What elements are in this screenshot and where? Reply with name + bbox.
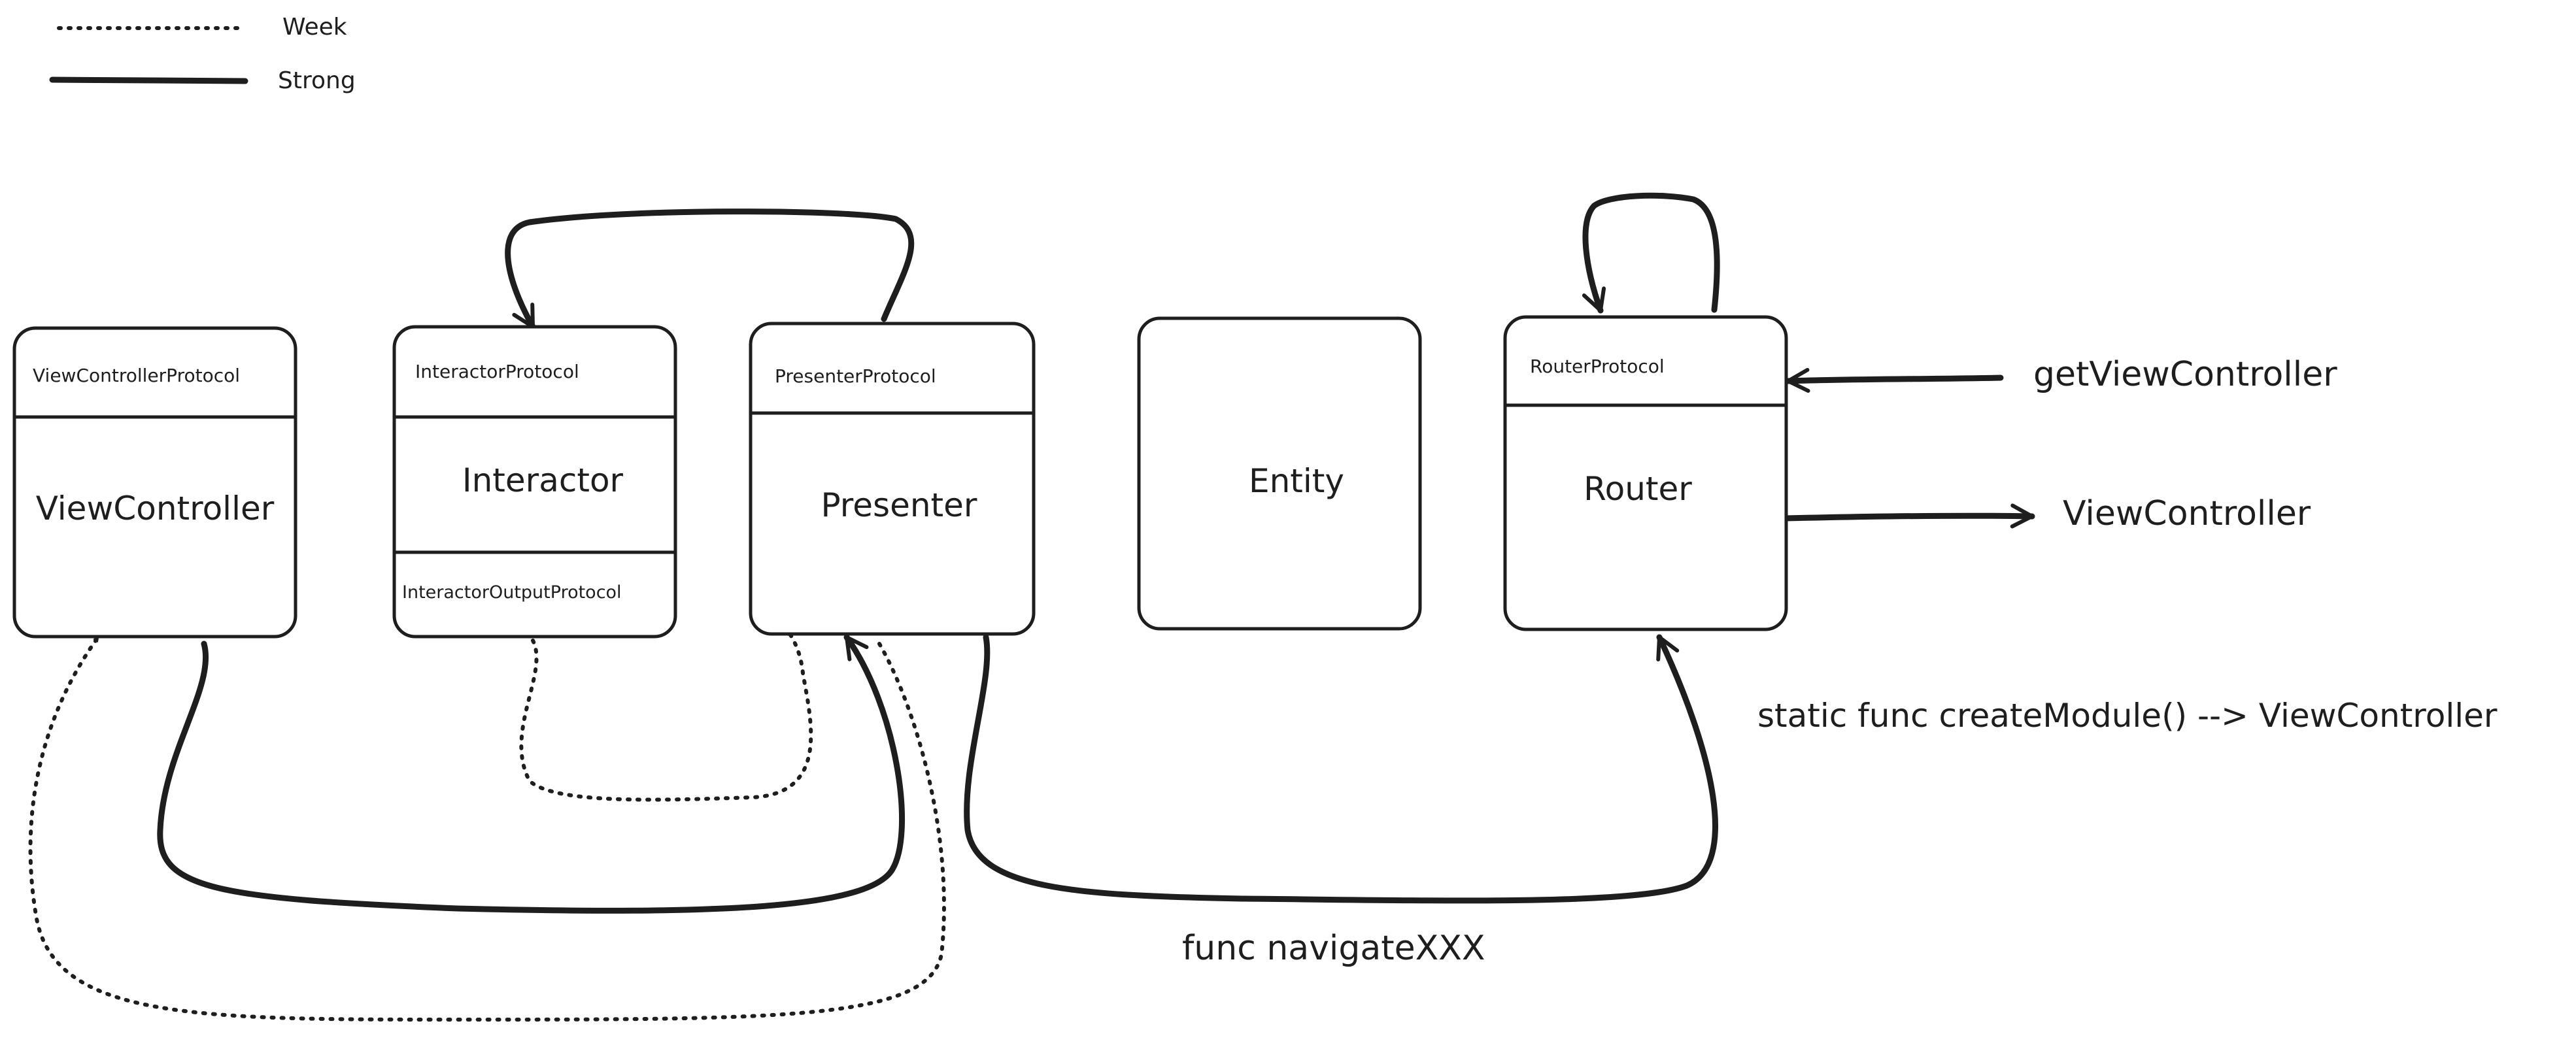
viewcontroller-title: ViewController [36,490,275,527]
create-module-label: static func createModule() --> ViewContr… [1757,697,2498,735]
strong-legend-line [49,76,248,84]
interactor-box-frame [392,325,677,639]
connectors [28,192,2035,1022]
legend: Week Strong [49,14,356,94]
router-box: RouterProtocol Router [1503,315,1788,631]
interactor-output-protocol-label: InteractorOutputProtocol [402,582,622,603]
entity-box-frame [1137,316,1422,631]
boxes: ViewControllerProtocol ViewController In… [12,315,1788,639]
router-viewcontroller-out-arrow [1782,503,2035,529]
presenter-to-interactor-strong-arrow [505,208,915,330]
entity-title: Entity [1249,462,1344,500]
weak-legend-label: Week [282,14,347,41]
viewcontroller-output-label: ViewController [2063,494,2311,533]
viewcontroller-box-frame [12,326,297,639]
get-viewcontroller-label: getViewController [2033,355,2337,394]
presenter-title: Presenter [821,486,977,524]
interactor-to-presenter-weak-arrow [519,629,813,802]
presenter-protocol-label: PresenterProtocol [775,365,936,387]
interactor-protocol-label: InteractorProtocol [415,361,579,382]
viewcontroller-box: ViewControllerProtocol ViewController [12,326,297,639]
entity-box: Entity [1137,316,1422,631]
presenter-to-router-strong-arrow [964,634,1718,904]
interactor-box: InteractorProtocol Interactor Interactor… [392,325,677,639]
router-protocol-label: RouterProtocol [1530,356,1665,377]
viewcontroller-to-presenter-strong-arrow [157,634,905,914]
presenter-box-frame [749,322,1036,636]
annotations: getViewController ViewController static … [1182,355,2498,968]
presenter-to-viewcontroller-weak-arrow [28,635,946,1022]
presenter-box: PresenterProtocol Presenter [749,322,1036,636]
navigate-label: func navigateXXX [1182,929,1485,968]
viewcontroller-protocol-label: ViewControllerProtocol [33,365,240,386]
strong-legend-label: Strong [278,67,356,94]
get-viewcontroller-arrow [1785,367,2004,393]
router-title: Router [1584,470,1692,508]
router-box-frame [1503,315,1788,631]
interactor-title: Interactor [462,461,624,499]
router-self-loop-arrow [1582,192,1720,314]
